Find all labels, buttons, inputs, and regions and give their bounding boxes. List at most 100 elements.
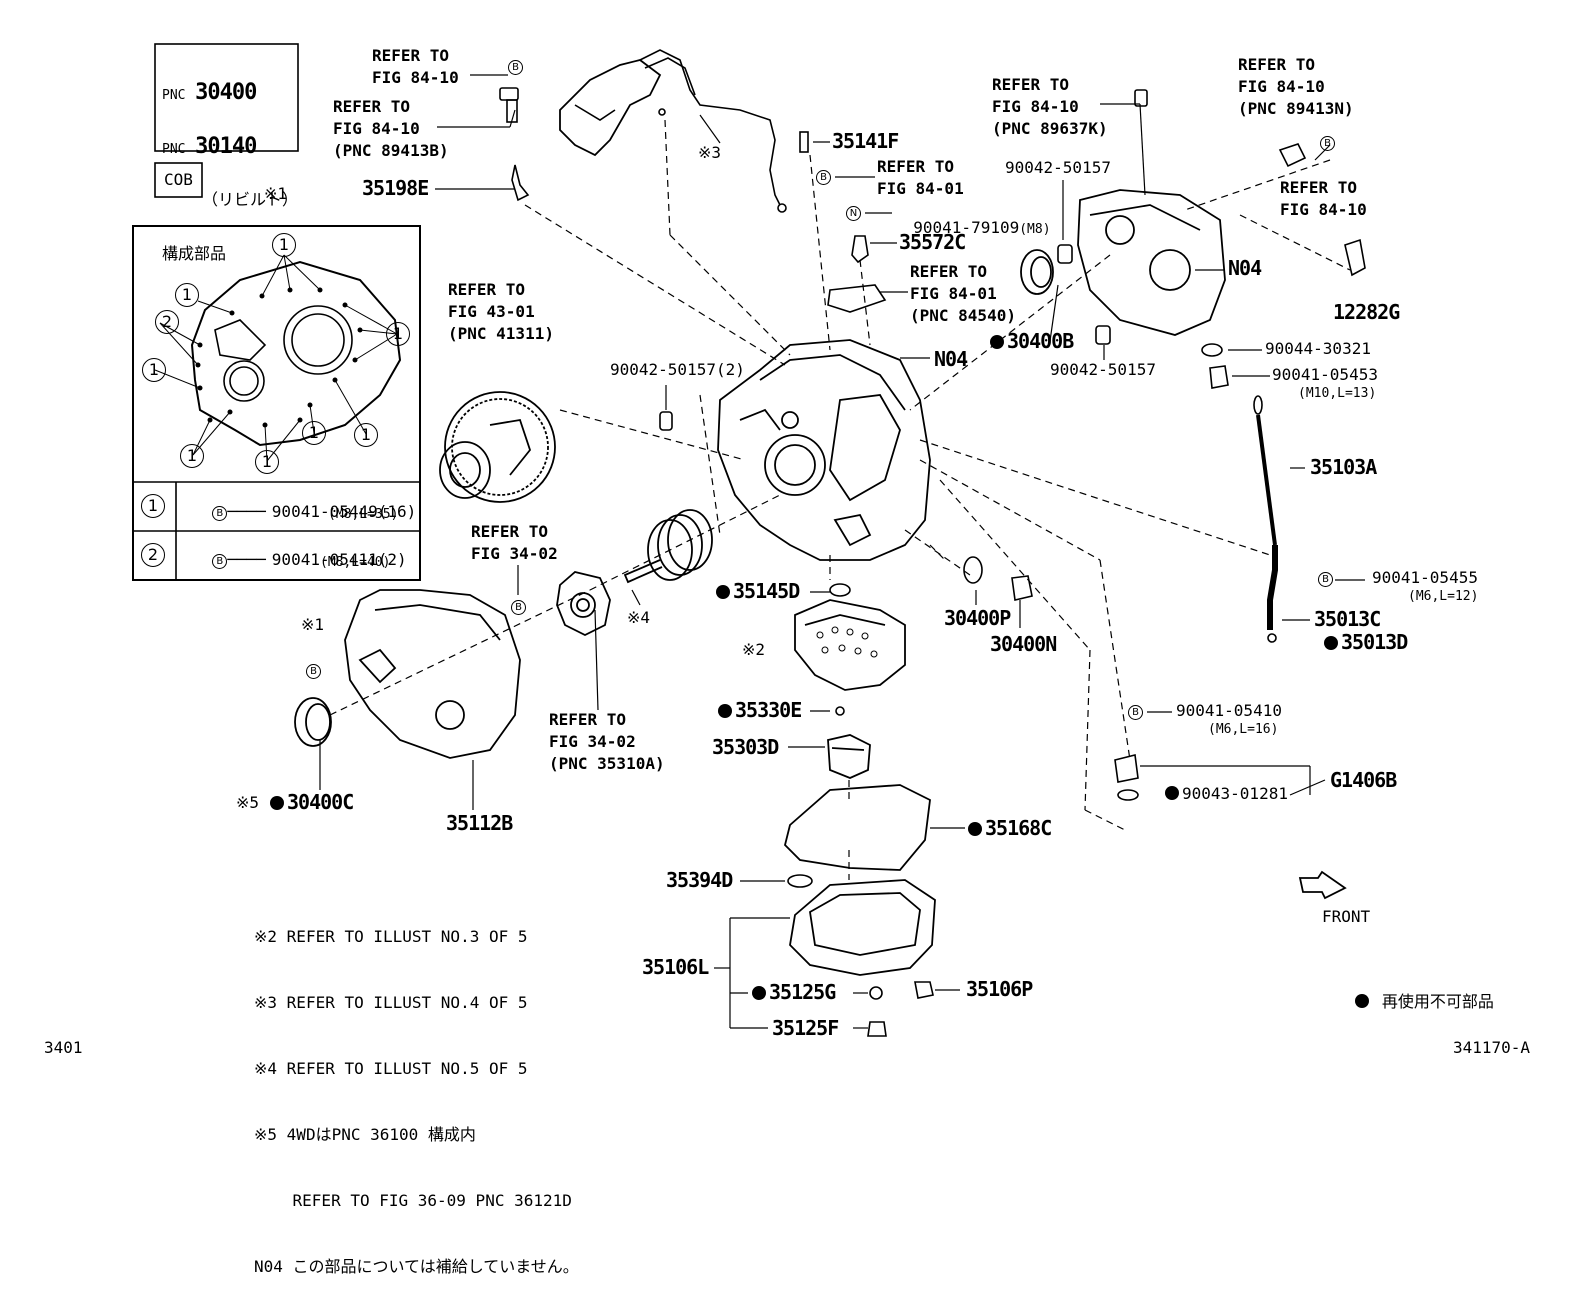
part-G1406B: G1406B [1330, 768, 1397, 792]
part-90044-30321: 90044-30321 [1265, 339, 1371, 358]
pin-90042-50157-a [1057, 244, 1073, 264]
bolt-mark: B [1128, 703, 1143, 720]
exploded-diagram [132, 43, 1366, 1037]
pin-35141F [799, 131, 809, 153]
part-35145D: 35145D [716, 581, 800, 601]
part-35125G: 35125G [752, 982, 836, 1002]
ref-fig-84-01-84540: REFER TO FIG 84-01 (PNC 84540) [910, 262, 1016, 325]
part-35572C: 35572C [899, 230, 966, 254]
ref-fig-34-02: REFER TO FIG 34-02 [471, 522, 558, 563]
part-90042-50157-a: 90042-50157 [1005, 158, 1111, 177]
footer-left: 3401 [44, 1038, 83, 1057]
ref-fig-34-02-35310A: REFER TO FIG 34-02 (PNC 35310A) [549, 710, 665, 773]
ref-fig-43-01: REFER TO FIG 43-01 (PNC 41311) [448, 280, 554, 343]
front-arrow-icon [1298, 870, 1347, 900]
part-90043-01281: 90043-01281 [1165, 786, 1288, 802]
note-line: ※2 REFER TO ILLUST NO.3 OF 5 [254, 927, 528, 946]
part-90041-05410-spec: (M6,L=16) [1208, 722, 1279, 737]
front-label: FRONT [1322, 907, 1371, 926]
plug-90041-05453 [1209, 365, 1229, 389]
note-marker-1: ※1 [301, 615, 325, 634]
part-90041-05410: 90041-05410 [1176, 701, 1282, 720]
components-label: 構成部品 [162, 244, 227, 263]
part-90041-05455-spec: (M6,L=12) [1408, 589, 1479, 604]
assembly-guide-lines [329, 119, 1351, 880]
part-35141F: 35141F [832, 129, 899, 153]
inset-frame [132, 225, 421, 581]
part-90042-50157-2: 90042-50157(2) [610, 360, 745, 379]
drain-plug-drawing [867, 981, 934, 1037]
ref-fig-84-10-89637K: REFER TO FIG 84-10 (PNC 89637K) [992, 75, 1108, 138]
right-sensor-drawing [1134, 89, 1366, 277]
pnc-box: PNC 30400 PNC 30140 （リビルト） 構成部品 [162, 80, 299, 263]
strainer-35303D [827, 734, 871, 779]
part-90041-05453: 90041-05453 [1272, 365, 1378, 384]
note-marker-4: ※4 [627, 608, 651, 627]
sensor-G1406B [1114, 754, 1139, 801]
ref-fig-84-10-89413B: REFER TO FIG 84-10 (PNC 89413B) [333, 97, 449, 160]
bolt-mark: B [306, 662, 321, 679]
part-90041-05455: 90041-05455 [1372, 568, 1478, 587]
part-35394D: 35394D [666, 868, 733, 892]
part-35125F: 35125F [772, 1016, 839, 1040]
washer-30400P [963, 556, 983, 584]
inset-row-key: 2 [141, 543, 165, 567]
plug-30400N [1011, 575, 1033, 601]
inset-callout-1: 1 [142, 358, 166, 382]
bracket-35572C [827, 235, 887, 313]
part-30400B: 30400B [990, 331, 1074, 351]
note-marker-2: ※2 [742, 640, 766, 659]
cob-label: COB [164, 170, 193, 189]
bolt-mark: B [1318, 570, 1333, 587]
inset-callout-1: 1 [175, 283, 199, 307]
part-35198E: 35198E [362, 176, 429, 200]
inset-row-spec: (M8,L=35) [328, 507, 399, 522]
valve-body-drawing [794, 599, 906, 691]
note-line: ※5 4WDはPNC 36100 構成内 [254, 1125, 476, 1144]
part-35168C: 35168C [968, 818, 1052, 838]
clip-35330E [835, 706, 845, 716]
part-30400C: 30400C [270, 792, 354, 812]
inset-callout-1: 1 [354, 423, 378, 447]
bolt-mark: B [1320, 134, 1335, 151]
inset-row: B────90041-05449(16) [193, 488, 416, 521]
note-marker-3: ※3 [698, 143, 722, 162]
oil-pump-drawing [556, 571, 611, 637]
part-35103A: 35103A [1310, 455, 1377, 479]
part-30400N: 30400N [990, 632, 1057, 656]
transaxle-case-drawing [717, 339, 931, 561]
magnet-35394D [787, 874, 813, 888]
inset-callout-1: 1 [255, 450, 279, 474]
bolt-mark: B [816, 168, 831, 185]
bolt-mark: B [511, 598, 526, 615]
cob-box-frame [154, 162, 203, 198]
pin-90042-50157-b [1095, 325, 1111, 345]
ref-fig-84-10-e: REFER TO FIG 84-10 [1280, 178, 1367, 219]
part-90042-50157-b: 90042-50157 [1050, 360, 1156, 379]
inset-row-key: 1 [141, 494, 165, 518]
ref-fig-84-10-89413N: REFER TO FIG 84-10 (PNC 89413N) [1238, 55, 1354, 118]
nut-mark: N [846, 204, 861, 221]
label-N04-a: N04 [1228, 256, 1262, 280]
part-90041-05453-spec: (M10,L=13) [1298, 386, 1377, 401]
inset-callout-1: 1 [272, 233, 296, 257]
legend-non-reusable: 再使用不可部品 [1336, 978, 1494, 1010]
inset-callout-1: 1 [386, 322, 410, 346]
converter-housing-drawing [344, 589, 521, 759]
pnc-box-frame [154, 43, 299, 152]
inset-title: ※1 [264, 184, 288, 203]
part-35013D: 35013D [1324, 632, 1408, 652]
inset-callout-2: 2 [155, 310, 179, 334]
note-marker-5: ※5 [236, 793, 260, 812]
part-12282G: 12282G [1333, 300, 1400, 324]
note-line: ※3 REFER TO ILLUST NO.4 OF 5 [254, 993, 528, 1012]
footer-right: 341170-A [1453, 1038, 1531, 1057]
speed-sensor-drawing [499, 87, 530, 202]
part-35106P: 35106P [966, 977, 1033, 1001]
dipstick-drawing [1253, 395, 1278, 643]
inset-row: B────90041-05411(2) [193, 536, 407, 569]
note-line: REFER TO FIG 36-09 PNC 36121D [254, 1191, 572, 1210]
ref-fig-84-01: REFER TO FIG 84-01 [877, 157, 964, 198]
wire-harness-drawing [559, 49, 787, 213]
pin-90042-50157 [659, 411, 673, 431]
